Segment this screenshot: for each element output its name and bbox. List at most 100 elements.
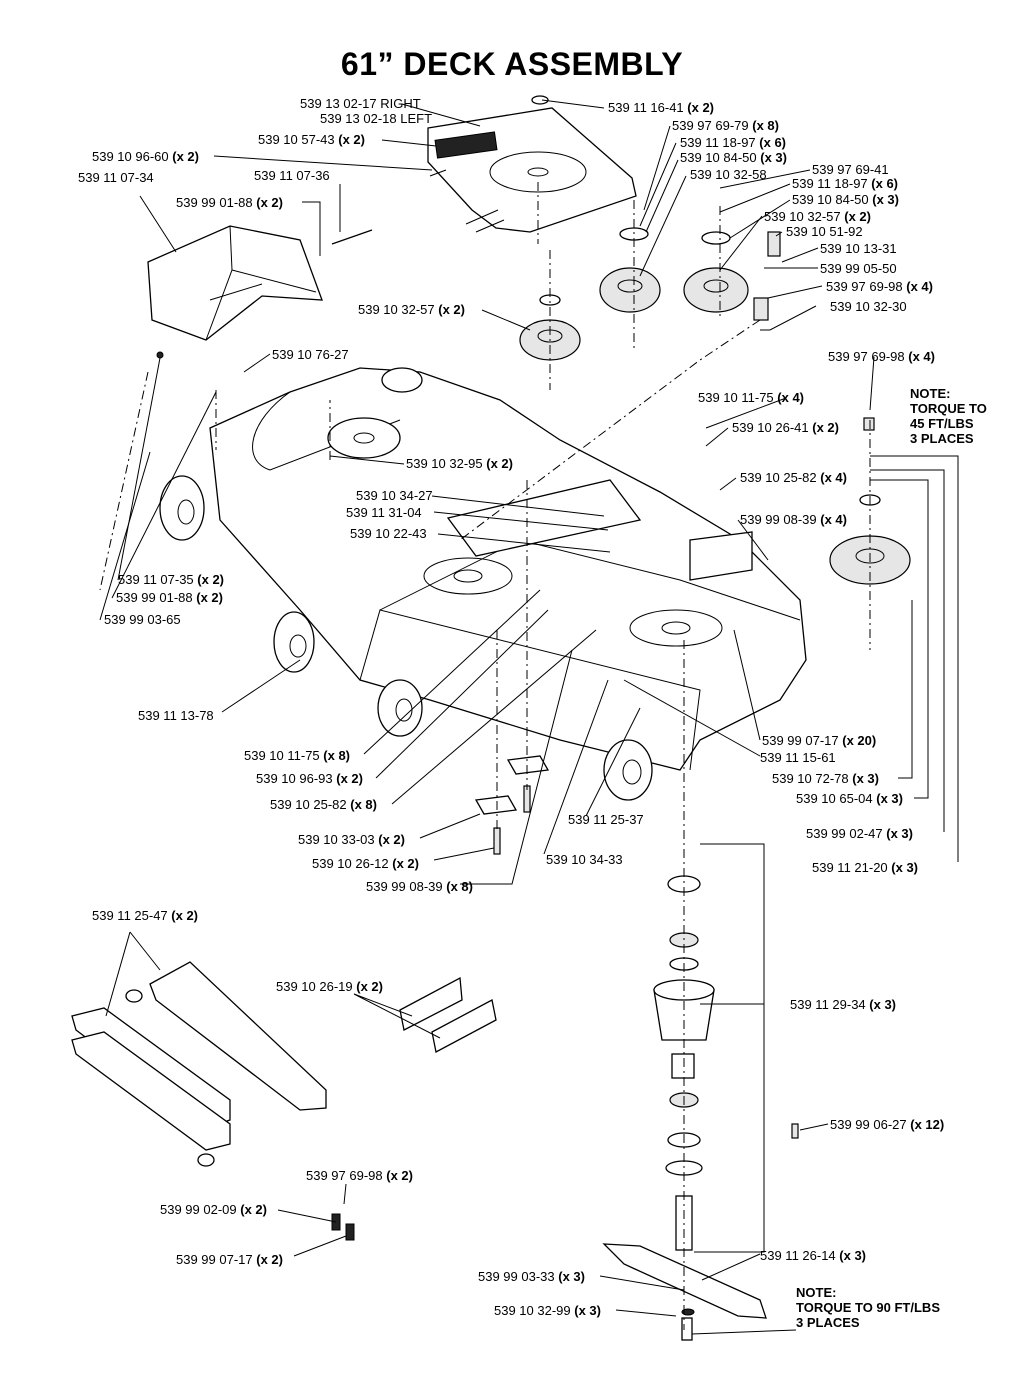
part-quantity: (x 8) [443, 879, 473, 894]
part-number: 539 99 05-50 [820, 261, 897, 276]
part-quantity: (x 2) [841, 209, 871, 224]
part-number: 539 99 03-33 [478, 1269, 555, 1284]
part-callout-l38: 539 10 96-93 (x 2) [256, 771, 363, 786]
part-quantity: (x 2) [809, 420, 839, 435]
part-quantity: (x 4) [905, 349, 935, 364]
part-quantity: (x 2) [383, 1168, 413, 1183]
part-quantity: (x 2) [389, 856, 419, 871]
part-number: 539 10 11-75 [244, 748, 320, 763]
note-line: 3 PLACES [910, 431, 974, 446]
note-line: NOTE: [910, 386, 950, 401]
page-title: 61” DECK ASSEMBLY [340, 46, 684, 82]
part-quantity: (x 12) [907, 1117, 945, 1132]
part-quantity: (x 2) [237, 1202, 267, 1217]
part-quantity: (x 2) [353, 979, 383, 994]
part-callout-l25: 539 10 11-75 (x 4) [698, 390, 804, 405]
part-callout-l43: 539 11 25-37 [568, 812, 644, 827]
part-quantity: (x 3) [866, 997, 896, 1012]
part-number: 539 97 69-98 [828, 349, 905, 364]
part-quantity: (x 6) [868, 176, 898, 191]
part-number: 539 10 72-78 [772, 771, 849, 786]
part-callout-l18: 539 10 13-31 [820, 241, 897, 256]
part-number: 539 11 07-35 [118, 572, 194, 587]
part-number: 539 99 08-39 [366, 879, 443, 894]
part-number: 539 10 32-95 [406, 456, 483, 471]
part-number: 539 97 69-98 [826, 279, 903, 294]
part-callout-l24: 539 97 69-98 (x 4) [828, 349, 935, 364]
note-line: TORQUE TO [910, 401, 987, 416]
part-callout-l01: 539 13 02-17 RIGHT [300, 96, 421, 111]
part-callout-l02: 539 13 02-18 LEFT [320, 111, 432, 126]
part-number: 539 10 32-58 [690, 167, 767, 182]
part-callout-l51: 539 11 25-47 (x 2) [92, 908, 198, 923]
part-callout-l12: 539 10 32-58 [690, 167, 767, 182]
part-number: 539 99 08-39 [740, 512, 817, 527]
part-callout-l56: 539 99 02-09 (x 2) [160, 1202, 267, 1217]
part-number: 539 10 25-82 [740, 470, 817, 485]
deck-hanger-frame [71, 961, 497, 1167]
mower-deck-shell [209, 367, 807, 771]
part-callout-l09: 539 97 69-79 (x 8) [672, 118, 779, 133]
part-number: 539 10 34-33 [546, 852, 623, 867]
part-number: 539 99 02-09 [160, 1202, 237, 1217]
part-quantity: (x 2) [253, 195, 283, 210]
part-number: 539 10 32-57 [358, 302, 435, 317]
part-quantity: (x 20) [839, 733, 877, 748]
pulleys [519, 95, 911, 585]
part-callout-l06: 539 11 07-36 [254, 168, 330, 183]
part-callout-l19: 539 99 05-50 [820, 261, 897, 276]
part-number: 539 10 26-41 [732, 420, 809, 435]
part-callout-l35: 539 99 03-65 [104, 612, 181, 627]
part-number: 539 10 76-27 [272, 347, 349, 362]
part-quantity: (x 3) [873, 791, 903, 806]
part-number: 539 11 07-34 [78, 170, 154, 185]
part-callout-l34: 539 99 01-88 (x 2) [116, 590, 223, 605]
part-quantity: (x 4) [774, 390, 804, 405]
part-callout-l07: 539 99 01-88 (x 2) [176, 195, 283, 210]
part-quantity: (x 6) [756, 135, 786, 150]
part-quantity: (x 8) [320, 748, 350, 763]
part-quantity: (x 3) [555, 1269, 585, 1284]
part-callout-l52: 539 10 26-19 (x 2) [276, 979, 383, 994]
part-callout-l36: 539 11 13-78 [138, 708, 214, 723]
part-number: 539 10 11-75 [698, 390, 774, 405]
part-number: 539 11 16-41 [608, 100, 684, 115]
part-quantity: (x 3) [883, 826, 913, 841]
part-number: 539 10 65-04 [796, 791, 873, 806]
part-callout-l23: 539 10 76-27 [272, 347, 349, 362]
part-callout-l10: 539 11 18-97 (x 6) [680, 135, 786, 150]
part-number: 539 11 21-20 [812, 860, 888, 875]
part-number: 539 10 51-92 [786, 224, 863, 239]
part-number: 539 99 06-27 [830, 1117, 907, 1132]
part-number: 539 10 96-93 [256, 771, 333, 786]
part-quantity: (x 3) [571, 1303, 601, 1318]
part-number: 539 11 18-97 [792, 176, 868, 191]
part-number: 539 10 57-43 [258, 132, 335, 147]
part-quantity: (x 2) [483, 456, 513, 471]
part-number: 539 10 13-31 [820, 241, 897, 256]
part-callout-l48: 539 10 65-04 (x 3) [796, 791, 903, 806]
part-number: 539 97 69-98 [306, 1168, 383, 1183]
part-callout-l08: 539 11 16-41 (x 2) [608, 100, 714, 115]
part-callout-l50: 539 11 21-20 (x 3) [812, 860, 918, 875]
part-quantity: (x 2) [435, 302, 465, 317]
part-number: 539 10 33-03 [298, 832, 375, 847]
note-line: TORQUE TO 90 FT/LBS [796, 1300, 940, 1315]
part-callout-l57: 539 99 07-17 (x 2) [176, 1252, 283, 1267]
part-number: 539 10 32-30 [830, 299, 907, 314]
part-callout-l04: 539 10 96-60 (x 2) [92, 149, 199, 164]
part-callout-l32: 539 99 08-39 (x 4) [740, 512, 847, 527]
part-callout-l54: 539 99 06-27 (x 12) [830, 1117, 944, 1132]
part-callout-l27: 539 10 32-95 (x 2) [406, 456, 513, 471]
part-number: 539 10 25-82 [270, 797, 347, 812]
part-number: 539 10 34-27 [356, 488, 433, 503]
part-callout-l20: 539 97 69-98 (x 4) [826, 279, 933, 294]
part-quantity: (x 3) [849, 771, 879, 786]
part-quantity: (x 3) [888, 860, 918, 875]
part-callout-l40: 539 10 33-03 (x 2) [298, 832, 405, 847]
part-number: 539 10 26-19 [276, 979, 353, 994]
part-callout-l28: 539 10 25-82 (x 4) [740, 470, 847, 485]
